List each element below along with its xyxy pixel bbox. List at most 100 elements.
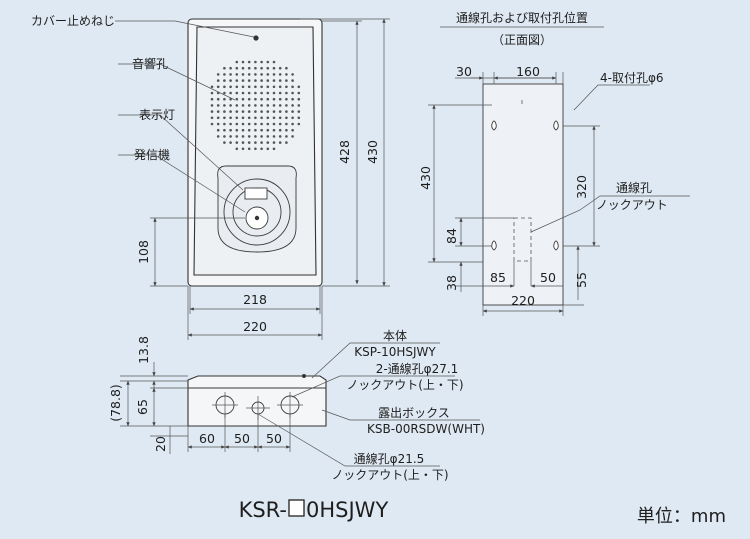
sound-hole-dot xyxy=(266,60,270,64)
sound-hole-dot xyxy=(241,141,245,144)
sound-hole-dot xyxy=(285,135,288,138)
sound-hole-dot xyxy=(241,85,245,89)
sound-hole-dot xyxy=(223,73,226,76)
dim-220-plate: 220 xyxy=(511,293,535,308)
sound-hole-dot xyxy=(247,128,251,132)
sound-hole-dot xyxy=(278,135,282,138)
label-wire-knockout: ノックアウト xyxy=(596,198,668,212)
sound-hole-dot xyxy=(223,116,226,120)
sound-hole-dot xyxy=(297,110,301,113)
sound-hole-dot xyxy=(291,97,294,101)
label-indicator: 表示灯 xyxy=(139,108,175,122)
sound-hole-dot xyxy=(278,122,282,126)
sound-hole-dot xyxy=(278,79,282,82)
sound-hole-dot xyxy=(235,73,239,76)
sound-hole-dot xyxy=(297,116,301,120)
sound-hole-dot xyxy=(260,110,263,113)
sound-hole-dot xyxy=(210,122,214,126)
sound-hole-dot xyxy=(291,122,294,126)
sound-hole-dot xyxy=(285,128,288,132)
sound-hole-dot xyxy=(247,141,251,144)
sound-hole-dot xyxy=(216,116,220,120)
sound-hole-dot xyxy=(260,97,263,101)
sound-hole-dot xyxy=(229,116,232,120)
sound-hole-dot xyxy=(241,60,245,64)
sound-hole-dot xyxy=(266,79,270,82)
sound-hole-dot xyxy=(266,66,270,70)
sound-hole-dot xyxy=(260,73,263,76)
sound-hole-dot xyxy=(297,97,301,101)
sound-hole-dot xyxy=(235,116,239,120)
sound-hole-dot xyxy=(254,66,257,70)
sound-hole-dot xyxy=(241,147,245,151)
sound-hole-dot xyxy=(285,110,288,113)
sound-hole-dot xyxy=(291,135,294,138)
sound-hole-dot xyxy=(235,91,239,95)
sound-hole-dot xyxy=(266,135,270,138)
sound-hole-dot xyxy=(210,85,214,89)
sound-hole-dot xyxy=(247,135,251,138)
sound-hole-dot xyxy=(229,66,232,70)
dim-55: 55 xyxy=(574,272,589,288)
label-cover-screw: カバー止めねじ xyxy=(31,14,115,28)
sound-hole-dot xyxy=(291,85,294,89)
knockout-outline xyxy=(513,217,532,262)
sound-hole-dot xyxy=(241,104,245,107)
sound-hole-dot xyxy=(223,97,226,101)
sound-hole-dot xyxy=(229,110,232,113)
dim-height-lines xyxy=(150,18,390,287)
sound-hole-dot xyxy=(291,128,294,132)
label-main-body-model: KSP-10HSJWY xyxy=(354,345,436,359)
plate-outline xyxy=(482,83,564,306)
sound-hole-dot xyxy=(229,73,232,76)
sound-hole-dot xyxy=(266,116,270,120)
sound-hole-dot xyxy=(247,116,251,120)
sound-hole-dot xyxy=(278,116,282,120)
sound-hole-dot xyxy=(223,66,226,70)
device-front-view xyxy=(187,18,323,287)
sound-hole-dot xyxy=(272,66,276,70)
sound-hole-dot xyxy=(229,91,232,95)
sound-hole-dot xyxy=(216,97,220,101)
sound-hole-dot xyxy=(260,116,263,120)
sound-hole-dot xyxy=(241,122,245,126)
sound-hole-dot xyxy=(285,97,288,101)
sound-hole-dot xyxy=(229,135,232,138)
side-body xyxy=(187,375,327,427)
label-box-model: KSB-00RSDW(WHT) xyxy=(367,422,485,436)
sound-hole-dot xyxy=(216,128,220,132)
sound-hole-dot xyxy=(235,85,239,89)
sound-hole-dot xyxy=(260,141,263,144)
sound-hole-dot xyxy=(272,147,276,151)
sound-hole-dot xyxy=(272,79,276,82)
side-left-dims xyxy=(120,362,188,454)
dim-30: 30 xyxy=(456,64,472,79)
sound-hole-dot xyxy=(297,122,301,126)
cover-screw-mark xyxy=(253,35,259,41)
plate-right-dims xyxy=(530,84,690,306)
sound-hole-dot xyxy=(235,110,239,113)
sound-hole-dot xyxy=(235,66,239,70)
sound-hole-dot xyxy=(260,79,263,82)
label-knockout-27: 2-通線孔φ27.1 xyxy=(376,361,459,376)
sound-hole-dot xyxy=(285,91,288,95)
sound-hole-dot xyxy=(297,85,301,89)
sound-hole-dot xyxy=(266,110,270,113)
sound-hole-dot xyxy=(235,97,239,101)
dim-60: 60 xyxy=(199,431,215,446)
label-knockout-21: 通線孔φ21.5 xyxy=(354,451,425,466)
sound-hole-dot xyxy=(254,79,257,82)
sound-hole-dot xyxy=(260,60,263,64)
mount-holes xyxy=(491,120,559,251)
sound-hole-dot xyxy=(247,73,251,76)
sound-hole-dot xyxy=(260,66,263,70)
sound-hole-dot xyxy=(229,141,232,144)
sound-hole-dot xyxy=(285,85,288,89)
front-view-leaders xyxy=(115,20,255,213)
sound-hole-dot xyxy=(247,79,251,82)
sound-hole-dot xyxy=(272,135,276,138)
sound-hole-dot xyxy=(247,66,251,70)
sound-hole-dot xyxy=(241,97,245,101)
